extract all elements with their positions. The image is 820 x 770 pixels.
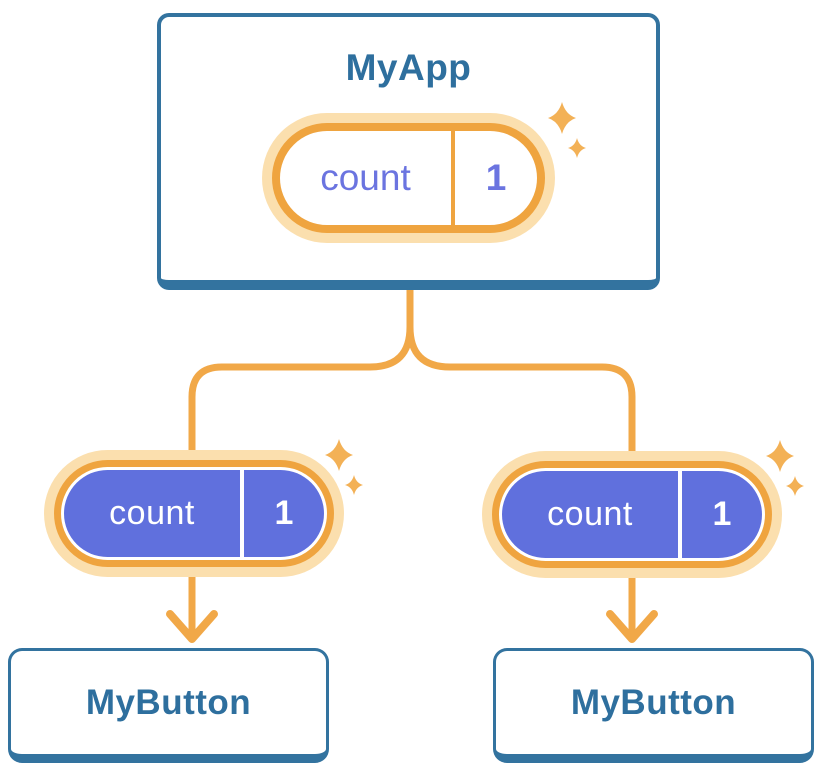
component-card-mybutton-right: MyButton	[493, 648, 814, 763]
pill-divider	[678, 471, 682, 558]
component-title: MyApp	[345, 47, 472, 88]
pill-glow: count 1	[482, 451, 782, 578]
prop-label: count	[547, 495, 633, 533]
connector-branch-left	[188, 288, 414, 636]
pill-divider	[240, 470, 244, 557]
component-title: MyButton	[85, 682, 252, 722]
prop-label: count	[109, 494, 195, 532]
pill-ring: count 1	[272, 123, 545, 233]
component-card-mybutton-left: MyButton	[8, 648, 329, 763]
arrow-down-icon	[606, 610, 658, 643]
sparkle-icon	[766, 440, 804, 496]
prop-pill-count-right: count 1	[482, 451, 782, 578]
state-pill-count: count 1	[262, 113, 555, 243]
sparkle-icon	[325, 439, 363, 495]
prop-pill-count-left: count 1	[44, 450, 344, 577]
pill-ring: count 1	[492, 461, 772, 568]
pill-glow: count 1	[44, 450, 344, 577]
prop-value: 1	[274, 494, 294, 532]
state-label: count	[320, 157, 411, 198]
component-title: MyButton	[570, 682, 737, 722]
prop-value: 1	[712, 495, 732, 533]
connector-branch-right	[406, 288, 636, 636]
sparkle-icon	[548, 102, 586, 158]
pill-ring: count 1	[54, 460, 334, 567]
pill-glow: count 1	[262, 113, 555, 243]
pill-core: count 1	[502, 471, 762, 558]
pill-divider	[451, 131, 455, 225]
state-value: 1	[485, 157, 507, 198]
pill-core: count 1	[64, 470, 324, 557]
arrow-down-icon	[166, 610, 218, 643]
